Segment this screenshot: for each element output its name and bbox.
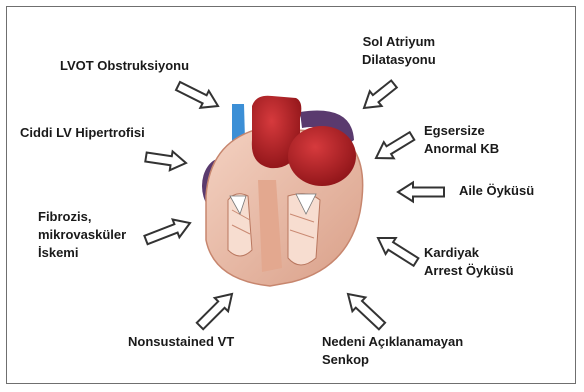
arrow-ciddi-lv-icon <box>145 151 186 170</box>
label-aile-oykusu: Aile Öyküsü <box>459 182 534 200</box>
arrow-aile-icon <box>398 183 444 202</box>
arrow-nonsustained-icon <box>197 294 232 329</box>
label-sol-atriyum: Sol Atriyum Dilatasyonu <box>362 33 436 69</box>
label-lvot-obstruksiyonu: LVOT Obstruksiyonu <box>60 57 189 75</box>
arrow-lvot-icon <box>176 82 218 108</box>
label-nedeni-senkop: Nedeni Açıklanamayan Senkop <box>322 333 463 369</box>
label-egsersize-anormal-kb: Egsersize Anormal KB <box>424 122 499 158</box>
arrow-egsersize-icon <box>376 132 414 158</box>
arrow-nedeni-icon <box>348 294 385 329</box>
arrow-kardiyak-icon <box>378 238 418 266</box>
arrow-fibrozis-icon <box>144 220 190 245</box>
label-ciddi-lv-hipertrofisi: Ciddi LV Hipertrofisi <box>20 124 145 142</box>
label-fibrozis: Fibrozis, mikrovasküler İskemi <box>38 208 126 262</box>
label-kardiyak-arrest: Kardiyak Arrest Öyküsü <box>424 244 514 280</box>
label-nonsustained-vt: Nonsustained VT <box>128 333 234 351</box>
arrow-sol-atriyum-icon <box>364 81 397 109</box>
